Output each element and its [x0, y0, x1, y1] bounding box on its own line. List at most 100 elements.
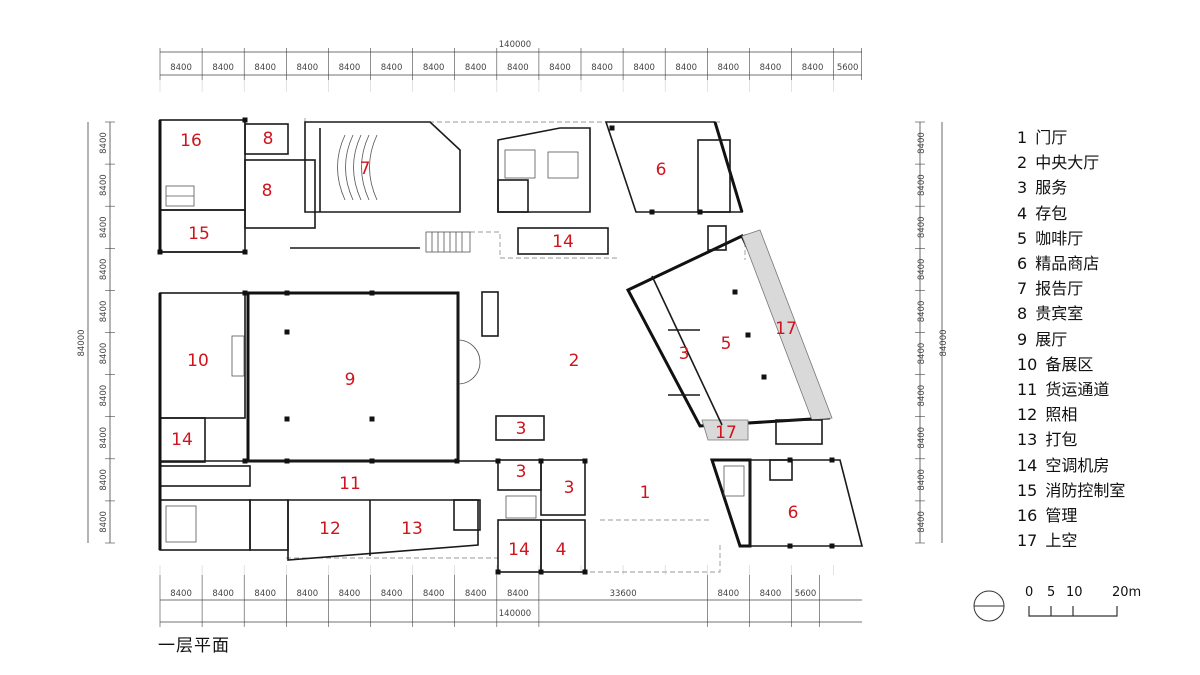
dim-bottom-bay: 8400 — [423, 589, 445, 599]
scale-label: 5 — [1047, 585, 1056, 600]
scale-label: 10 — [1066, 585, 1083, 600]
dim-side-bay: 8400 — [99, 511, 109, 533]
column — [538, 569, 544, 575]
legend-text: 精品商店 — [1035, 254, 1100, 273]
legend-item: 12 照相 — [1017, 405, 1077, 425]
dim-side-bay: 8400 — [99, 259, 109, 281]
legend-item: 3 服务 — [1017, 178, 1067, 198]
column — [369, 290, 375, 296]
dim-side-bay: 8400 — [99, 132, 109, 154]
legend-text: 服务 — [1035, 178, 1068, 198]
scale-label: 0 — [1025, 585, 1034, 600]
legend-item: 8 贵宾室 — [1017, 304, 1083, 324]
column — [787, 457, 793, 463]
column — [609, 125, 615, 131]
room-label-r14b: 14 — [171, 430, 193, 450]
legend-number: 14 — [1017, 455, 1038, 475]
legend-number: 8 — [1017, 304, 1028, 324]
legend-number: 4 — [1017, 203, 1028, 223]
dim-bottom-bay: 33600 — [610, 589, 637, 599]
legend-text: 报告厅 — [1035, 279, 1084, 299]
legend-number: 3 — [1017, 178, 1028, 198]
dim-side-bay: 8400 — [917, 174, 927, 196]
room-label-r11: 11 — [339, 474, 361, 494]
room-label-r16: 16 — [180, 131, 202, 151]
legend-text: 货运通道 — [1045, 380, 1110, 399]
dim-top-bay: 8400 — [760, 63, 782, 73]
legend-text: 贵宾室 — [1035, 304, 1084, 324]
walls — [158, 119, 864, 573]
dim-bottom-bay: 8400 — [212, 589, 234, 599]
room-label-r6b: 6 — [788, 503, 799, 523]
dim-top-bay: 8400 — [170, 63, 192, 73]
legend-number: 13 — [1017, 430, 1038, 450]
legend-item: 15 消防控制室 — [1017, 481, 1125, 501]
column — [829, 457, 835, 463]
room-label-r8a: 8 — [263, 129, 274, 149]
dim-side-bay: 8400 — [917, 301, 927, 323]
room-label-r10: 10 — [187, 351, 209, 371]
dim-bottom-bay: 8400 — [339, 589, 361, 599]
legend-text: 上空 — [1045, 531, 1078, 551]
legend-text: 打包 — [1045, 430, 1078, 450]
room-label-r8b: 8 — [262, 181, 273, 201]
room-label-r4: 4 — [556, 540, 567, 560]
dim-top-bay: 8400 — [633, 63, 655, 73]
dim-bottom-bay: 8400 — [760, 589, 782, 599]
column — [369, 458, 375, 464]
column — [242, 249, 248, 255]
column — [697, 209, 703, 215]
dashed-outlines — [286, 118, 746, 573]
dim-top-bay: 8400 — [212, 63, 234, 73]
column — [369, 416, 375, 422]
legend-item: 1 门厅 — [1017, 128, 1067, 148]
legend-number: 5 — [1017, 228, 1028, 248]
legend-number: 11 — [1017, 380, 1038, 399]
legend-number: 15 — [1017, 480, 1038, 500]
scale-label: 20m — [1112, 585, 1142, 600]
room-label-r13: 13 — [401, 519, 423, 539]
legend-text: 门厅 — [1035, 128, 1068, 147]
legend-number: 1 — [1017, 128, 1028, 147]
column — [582, 458, 588, 464]
column — [582, 569, 588, 575]
legend-text: 存包 — [1035, 203, 1068, 223]
dim-top-bay: 8400 — [339, 63, 361, 73]
column — [829, 543, 835, 549]
dim-side-bay: 8400 — [99, 469, 109, 491]
legend-text: 照相 — [1045, 405, 1078, 425]
grid-lines — [159, 80, 834, 575]
room-label-r17b: 17 — [715, 423, 737, 443]
legend-item: 13 打包 — [1017, 430, 1077, 450]
legend-number: 17 — [1017, 531, 1038, 551]
dim-side-bay: 8400 — [917, 469, 927, 491]
dim-overall-top: 140000 — [499, 40, 531, 50]
plan-title: 一层平面 — [158, 636, 230, 656]
dim-top-bay: 8400 — [675, 63, 697, 73]
room-label-r15: 15 — [188, 224, 210, 244]
dim-top-bay: 8400 — [802, 63, 824, 73]
dim-top-bay: 8400 — [381, 63, 403, 73]
column — [538, 458, 544, 464]
column — [495, 569, 501, 575]
dim-side-bay: 8400 — [99, 385, 109, 407]
dim-overall-side: 84000 — [939, 329, 949, 356]
legend-number: 7 — [1017, 279, 1028, 299]
legend-number: 12 — [1017, 405, 1038, 425]
dim-bottom-bay: 5600 — [795, 589, 817, 599]
room-label-r1: 1 — [640, 483, 651, 503]
legend-text: 消防控制室 — [1045, 480, 1126, 500]
dim-bottom-bay: 8400 — [507, 589, 529, 599]
dim-top-bay: 8400 — [591, 63, 613, 73]
dim-side-bay: 8400 — [917, 427, 927, 449]
legend-item: 17 上空 — [1017, 531, 1077, 551]
room-label-r7: 7 — [360, 159, 371, 179]
column — [242, 117, 248, 123]
